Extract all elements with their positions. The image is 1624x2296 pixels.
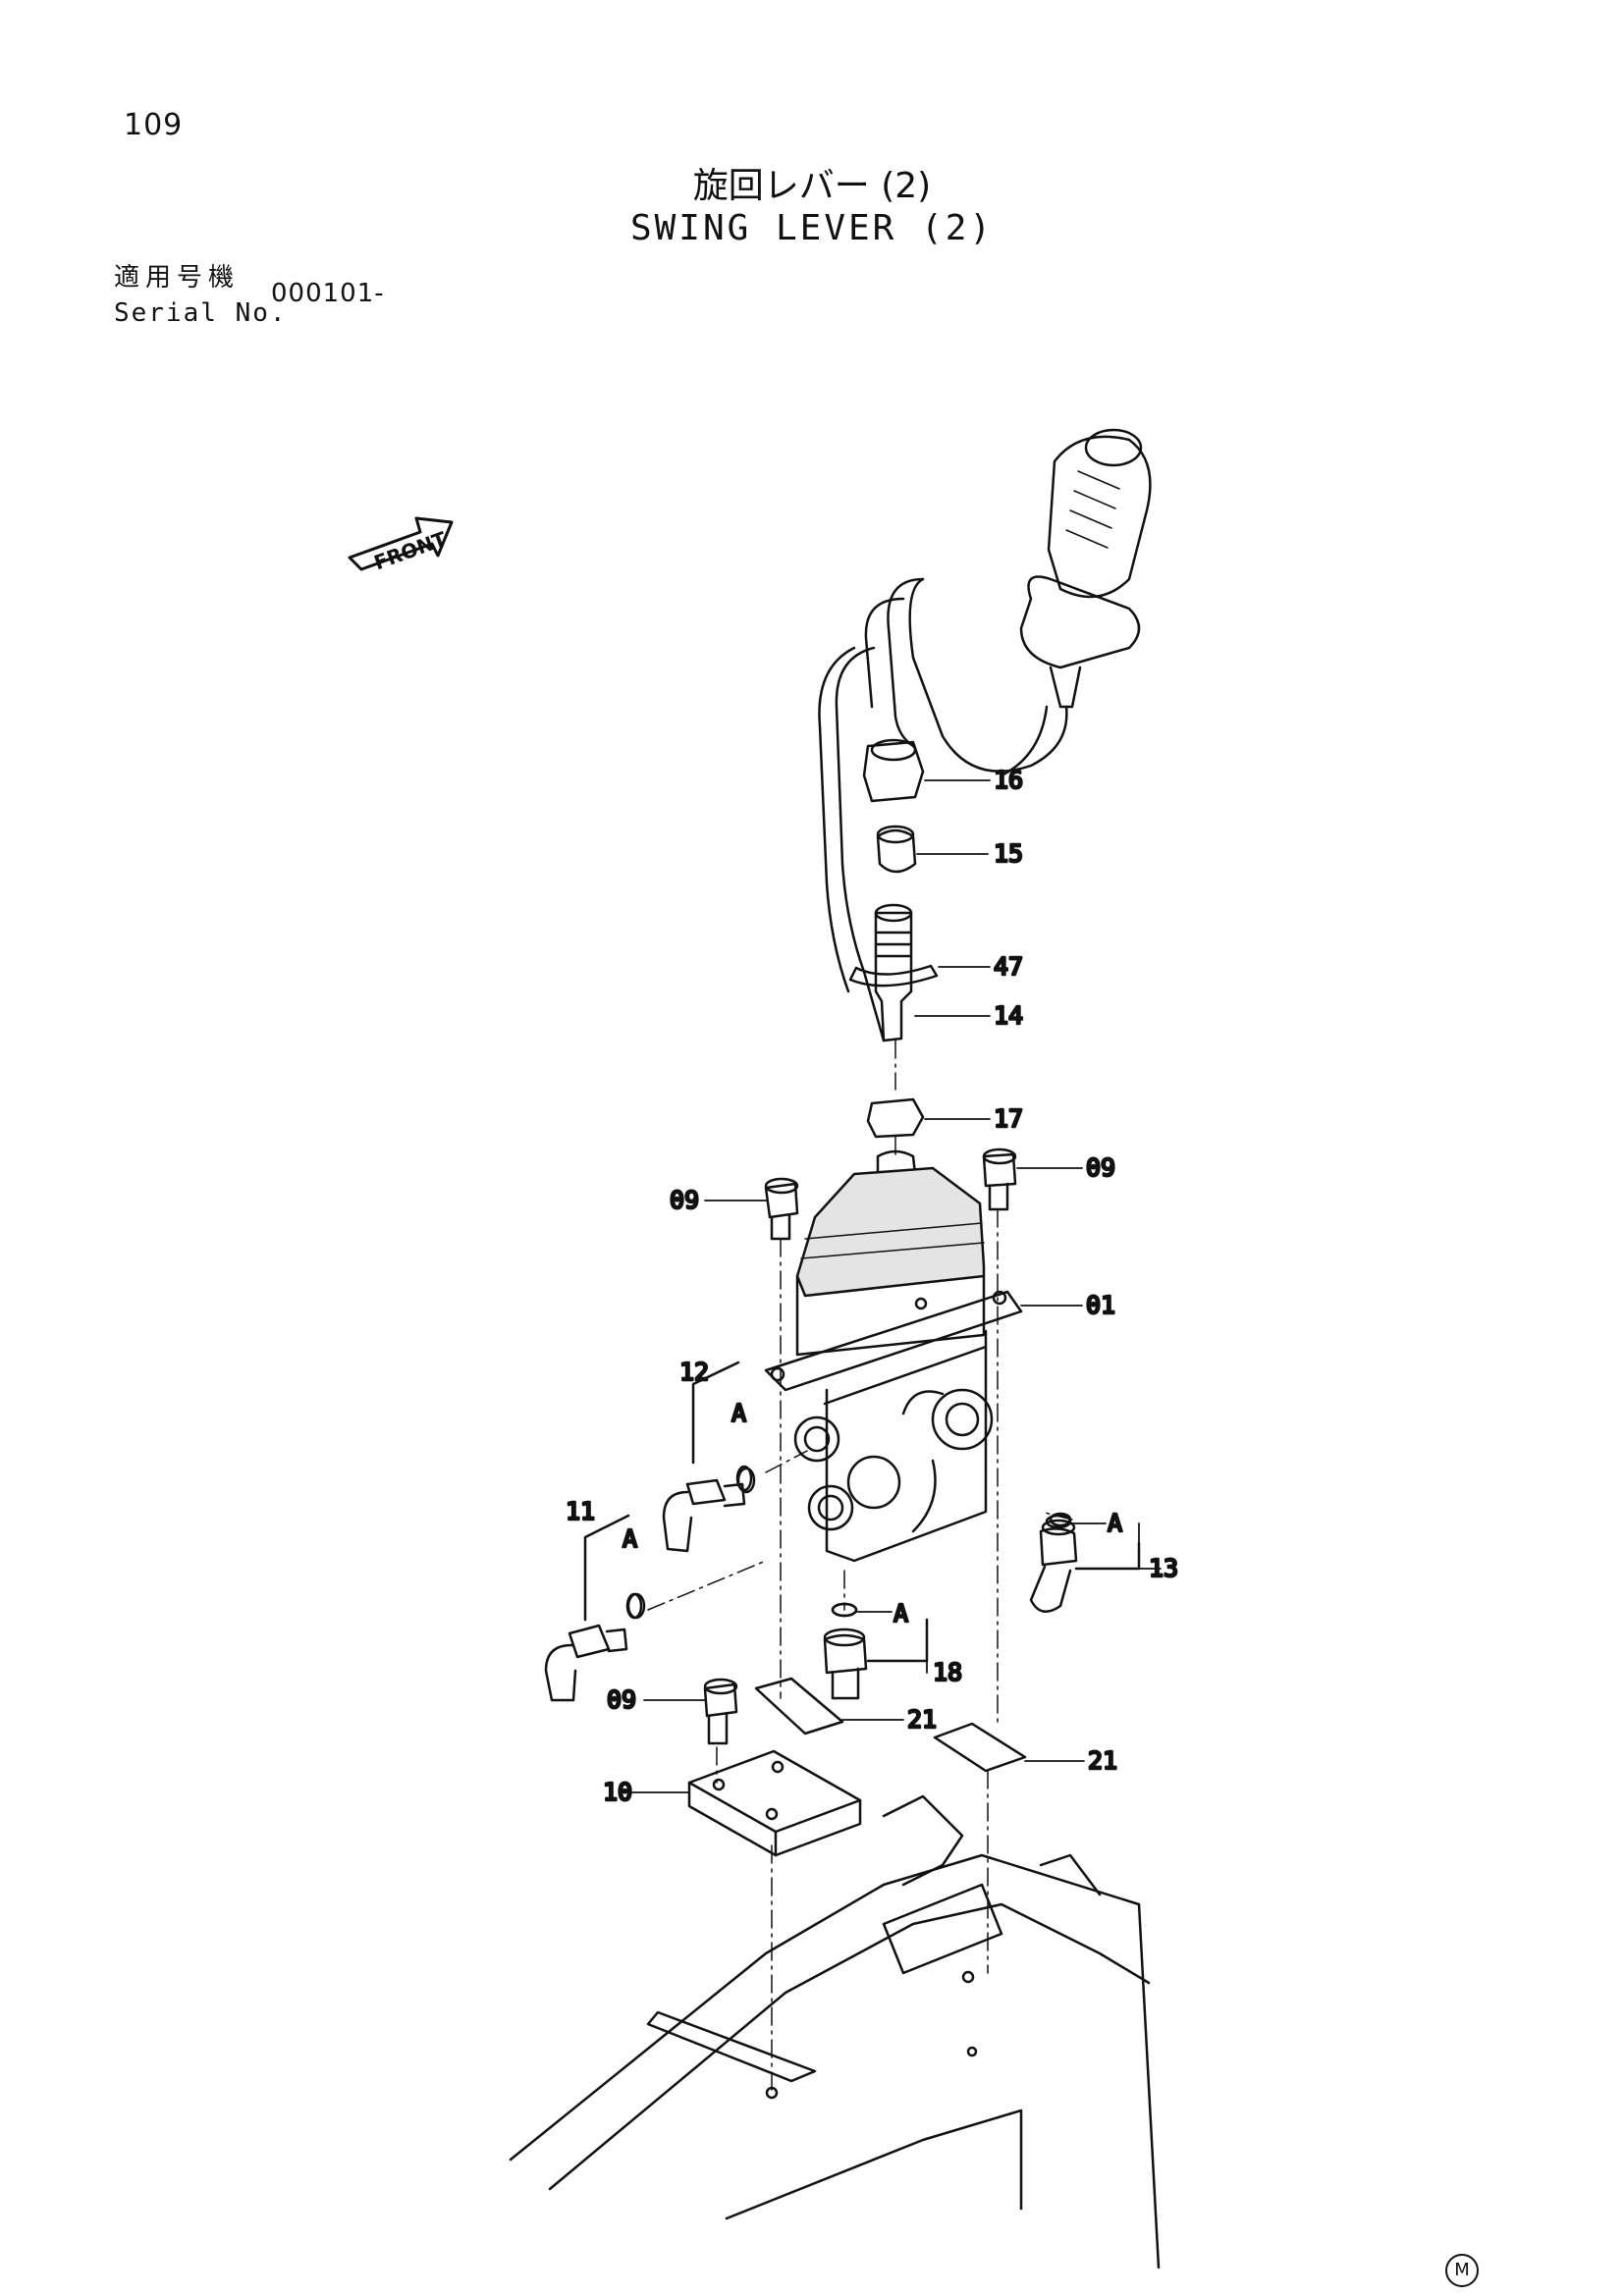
front-arrow-icon: FRONT <box>348 516 454 575</box>
callout-01: 01 <box>1086 1291 1115 1319</box>
callout-a-12: A <box>731 1399 746 1427</box>
lever-grip <box>818 428 1152 1042</box>
callout-17: 17 <box>994 1104 1023 1133</box>
part-14-fitting <box>848 903 991 1042</box>
callout-18: 18 <box>933 1658 962 1686</box>
callout-09-upper-right: 09 <box>1086 1153 1115 1182</box>
part-18-fitting <box>823 1602 929 1700</box>
callout-a-18: A <box>893 1599 908 1628</box>
callout-47: 47 <box>994 952 1023 981</box>
part-21-shim-right <box>933 1722 1085 1773</box>
serial-number-value: 000101- <box>271 279 385 308</box>
part-12-elbow <box>662 1361 756 1553</box>
callout-14: 14 <box>994 1001 1023 1030</box>
callout-a-11: A <box>623 1524 637 1553</box>
callout-09-upper-left: 09 <box>670 1186 699 1214</box>
callout-15: 15 <box>994 839 1023 868</box>
serial-label-japanese: 適用号機 <box>114 263 241 293</box>
callout-11: 11 <box>566 1497 595 1525</box>
callout-a-13: A <box>1108 1509 1122 1537</box>
serial-label-english: Serial No. <box>114 298 288 328</box>
callout-13: 13 <box>1149 1554 1178 1582</box>
part-17-nut <box>866 1097 991 1139</box>
part-15-sleeve <box>876 825 989 874</box>
page-title-english: SWING LEVER (2) <box>629 208 995 248</box>
part-01-valve <box>764 1149 1083 1563</box>
callout-21-right: 21 <box>1088 1746 1117 1775</box>
callout-12: 12 <box>679 1358 709 1386</box>
a-leaders <box>855 1522 1140 1613</box>
callout-21-left: 21 <box>907 1705 937 1734</box>
page-title-japanese: 旋回レバー (2) <box>692 166 932 206</box>
part-09-bolt-left <box>704 1177 799 1241</box>
machine-frame <box>509 1794 1161 2269</box>
front-label: FRONT <box>371 527 450 575</box>
callout-10: 10 <box>603 1778 632 1806</box>
callout-16: 16 <box>994 766 1023 794</box>
footer-mark: M <box>1445 2254 1479 2287</box>
center-lines <box>647 1040 1073 2092</box>
part-09-bolt-right <box>982 1148 1083 1211</box>
part-10-plate <box>631 1749 862 1857</box>
o-rings <box>625 1465 1072 1620</box>
page-number: 109 <box>124 108 184 142</box>
part-09-bolt-lower <box>643 1678 738 1745</box>
part-16-nut <box>862 738 991 803</box>
callout-09-lower: 09 <box>607 1685 636 1714</box>
part-13-elbow <box>1029 1512 1162 1613</box>
part-21-shim-left <box>754 1677 904 1735</box>
